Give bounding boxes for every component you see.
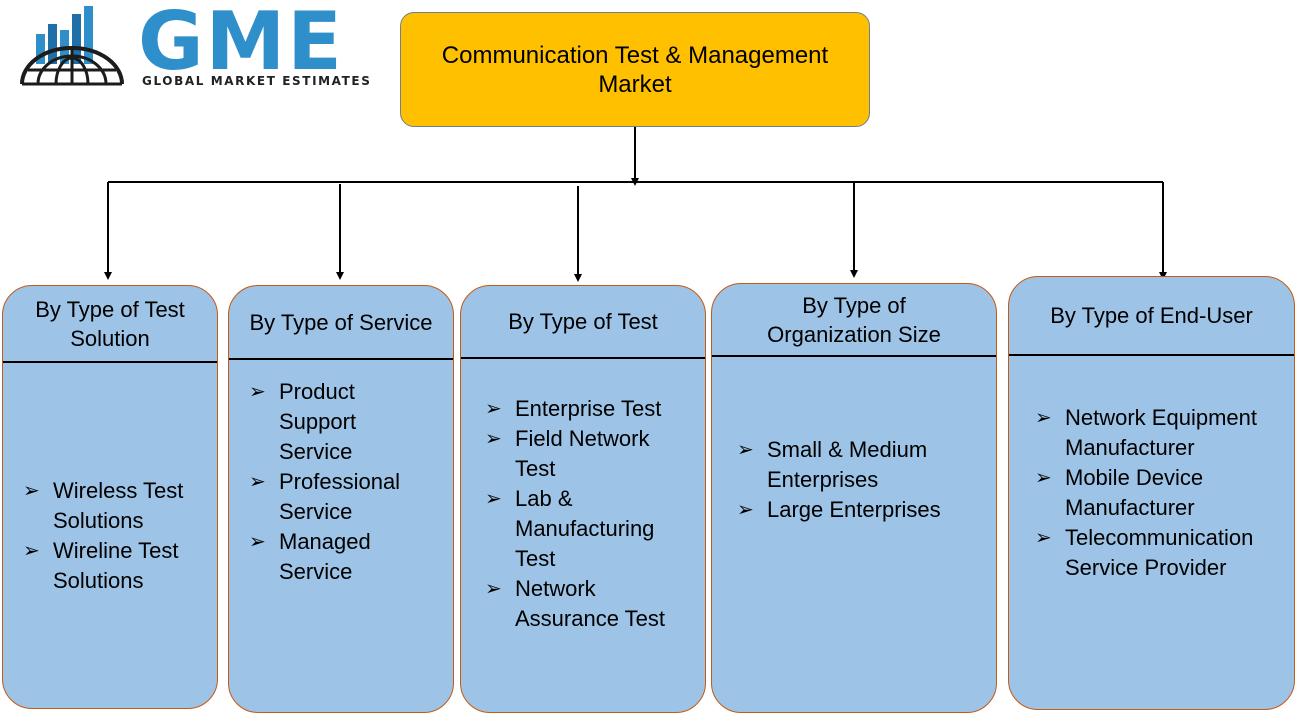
list-item-label: Managed Service <box>279 529 371 584</box>
arrow-bullet-icon: ➢ <box>737 438 754 461</box>
list-item-label: Lab & Manufacturing Test <box>515 485 655 571</box>
category-box-test-solution: By Type of Test Solution ➢ Wireless Test… <box>2 285 218 709</box>
arrow-bullet-icon: ➢ <box>249 381 266 403</box>
category-title: By Type of Organization Size <box>767 292 941 347</box>
arrow-bullet-icon: ➢ <box>1035 407 1052 429</box>
arrow-bullet-icon: ➢ <box>485 397 502 420</box>
category-items: ➢ Wireless Test Solutions ➢ Wireline Tes… <box>3 363 217 708</box>
category-items: ➢ Small & Medium Enterprises ➢ Large Ent… <box>712 357 996 602</box>
list-item: ➢ Wireline Test Solutions <box>3 536 217 596</box>
list-item: ➢ Professional Service <box>229 467 453 527</box>
arrow-bullet-icon: ➢ <box>249 471 266 493</box>
list-item-label: Wireless Test Solutions <box>53 477 184 533</box>
list-item: ➢ Product Support Service <box>229 377 453 467</box>
arrow-bullet-icon: ➢ <box>737 498 754 521</box>
gme-logo: GME GLOBAL MARKET ESTIMATES <box>18 0 370 90</box>
category-title: By Type of End-User <box>1050 303 1253 328</box>
arrow-bullet-icon: ➢ <box>485 487 502 510</box>
list-item-label: Network Equipment Manufacturer <box>1065 405 1257 460</box>
category-header: By Type of End-User <box>1009 277 1294 356</box>
arrow-bullet-icon: ➢ <box>1035 527 1052 549</box>
list-item: ➢ Small & Medium Enterprises <box>712 435 996 495</box>
list-item-label: Field Network Test <box>515 425 650 481</box>
category-box-test: By Type of Test ➢ Enterprise Test ➢ Fiel… <box>460 285 706 713</box>
list-item: ➢ Field Network Test <box>461 424 705 484</box>
arrow-bullet-icon: ➢ <box>23 539 40 562</box>
list-item-label: Small & Medium Enterprises <box>767 436 928 492</box>
list-item-label: Large Enterprises <box>767 496 941 522</box>
category-box-organization-size: By Type of Organization Size ➢ Small & M… <box>711 283 997 713</box>
category-header: By Type of Organization Size <box>712 284 996 357</box>
category-items: ➢ Product Support Service ➢ Professional… <box>229 360 453 604</box>
list-item-label: Product Support Service <box>279 379 357 464</box>
category-header: By Type of Service <box>229 286 453 360</box>
list-item-label: Network Assurance Test <box>515 575 666 631</box>
list-item: ➢ Network Equipment Manufacturer <box>1009 403 1294 463</box>
category-box-service: By Type of Service ➢ Product Support Ser… <box>228 285 454 713</box>
category-header: By Type of Test Solution <box>3 286 217 363</box>
list-item: ➢ Enterprise Test <box>461 394 705 424</box>
list-item-label: Wireline Test Solutions <box>53 537 179 593</box>
category-items: ➢ Network Equipment Manufacturer ➢ Mobil… <box>1009 356 1294 630</box>
list-item-label: Professional Service <box>279 469 401 524</box>
list-item-label: Enterprise Test <box>515 395 662 421</box>
arrow-bullet-icon: ➢ <box>485 577 502 600</box>
category-title: By Type of Service <box>249 309 433 335</box>
category-box-end-user: By Type of End-User ➢ Network Equipment … <box>1008 276 1295 710</box>
logo-tagline: GLOBAL MARKET ESTIMATES <box>142 74 372 88</box>
list-item: ➢ Telecommunication Service Provider <box>1009 523 1294 583</box>
list-item: ➢ Managed Service <box>229 527 453 587</box>
category-title: By Type of Test <box>508 309 658 334</box>
list-item: ➢ Wireless Test Solutions <box>3 476 217 536</box>
root-label: Communication Test & Management Market <box>441 41 829 98</box>
list-item-label: Telecommunication Service Provider <box>1065 525 1254 580</box>
category-items: ➢ Enterprise Test ➢ Field Network Test ➢… <box>461 359 705 668</box>
arrow-bullet-icon: ➢ <box>1035 467 1052 489</box>
list-item-label: Mobile Device Manufacturer <box>1065 465 1204 520</box>
logo-wordmark: GME <box>138 0 344 88</box>
globe-bars-icon <box>20 6 124 86</box>
arrow-bullet-icon: ➢ <box>249 531 266 553</box>
list-item: ➢ Lab & Manufacturing Test <box>461 484 705 574</box>
arrow-bullet-icon: ➢ <box>23 479 40 502</box>
category-header: By Type of Test <box>461 286 705 359</box>
list-item: ➢ Mobile Device Manufacturer <box>1009 463 1294 523</box>
category-title: By Type of Test Solution <box>35 296 185 351</box>
root-node: Communication Test & Management Market <box>400 12 870 127</box>
list-item: ➢ Large Enterprises <box>712 495 996 525</box>
list-item: ➢ Network Assurance Test <box>461 574 705 634</box>
arrow-bullet-icon: ➢ <box>485 427 502 450</box>
